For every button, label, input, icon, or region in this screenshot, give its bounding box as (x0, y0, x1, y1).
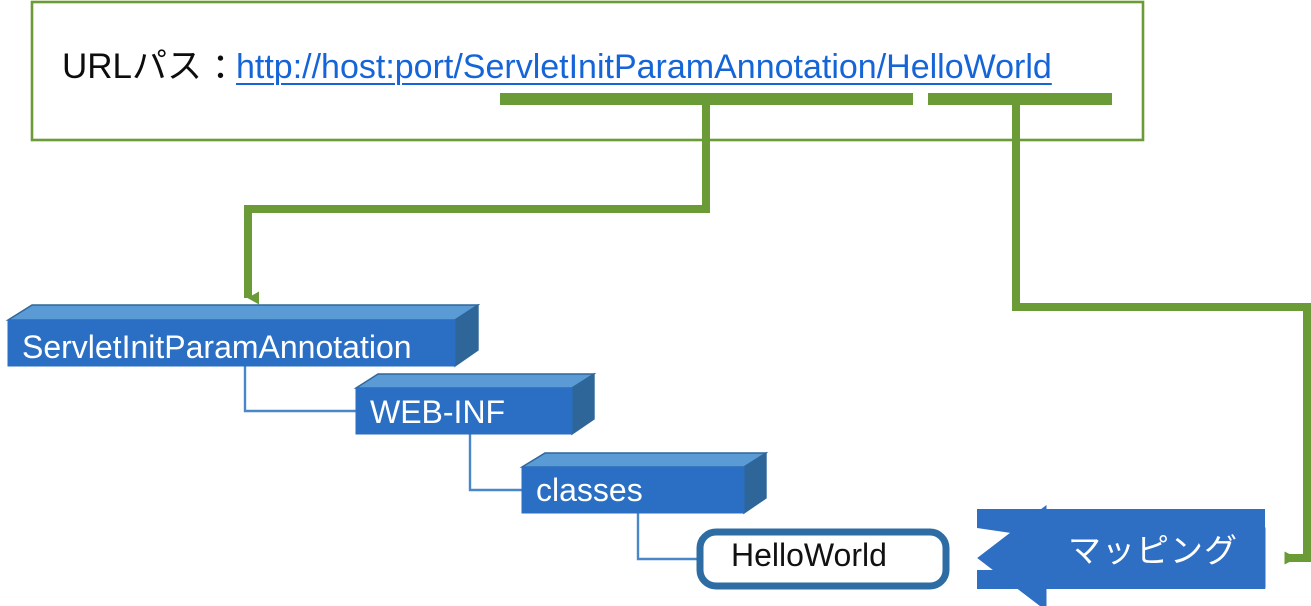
folder-front-face (355, 387, 573, 435)
mapping-arrow-body[interactable] (977, 504, 1266, 606)
url-path-label: URLパス ： (62, 47, 247, 86)
folder-top-face (353, 373, 597, 389)
folder-front-face (521, 466, 745, 514)
folder-label-classes: classes (536, 472, 643, 508)
folder-label-root: ServletInitParamAnnotation (22, 329, 412, 365)
tree-connector-webinf-classes (468, 434, 523, 492)
tree-connector-root-webinf (243, 366, 357, 413)
folder-box-root[interactable] (5, 303, 481, 368)
folder-label-webinf: WEB-INF (370, 394, 506, 430)
url-link[interactable]: http://host:port/ServletInitParamAnnotat… (236, 48, 1052, 86)
url-banner-box (30, 0, 1145, 142)
class-node-helloworld[interactable] (696, 528, 950, 590)
tree-connector-classes-hello (636, 513, 700, 561)
servlet-mapping-highlight-bar (928, 93, 1112, 105)
folder-top-face (519, 452, 769, 468)
class-node-label-helloworld: HelloWorld (731, 537, 887, 573)
folder-top-face (5, 304, 481, 321)
green-connector-context-path (244, 105, 710, 305)
context-path-highlight-bar (500, 93, 913, 105)
folder-box-webinf[interactable] (353, 372, 597, 436)
green-connector-servlet-mapping (1012, 105, 1311, 565)
folder-box-classes[interactable] (519, 451, 769, 515)
mapping-arrow-label: マッピング (1068, 532, 1238, 569)
folder-front-face (7, 319, 456, 367)
